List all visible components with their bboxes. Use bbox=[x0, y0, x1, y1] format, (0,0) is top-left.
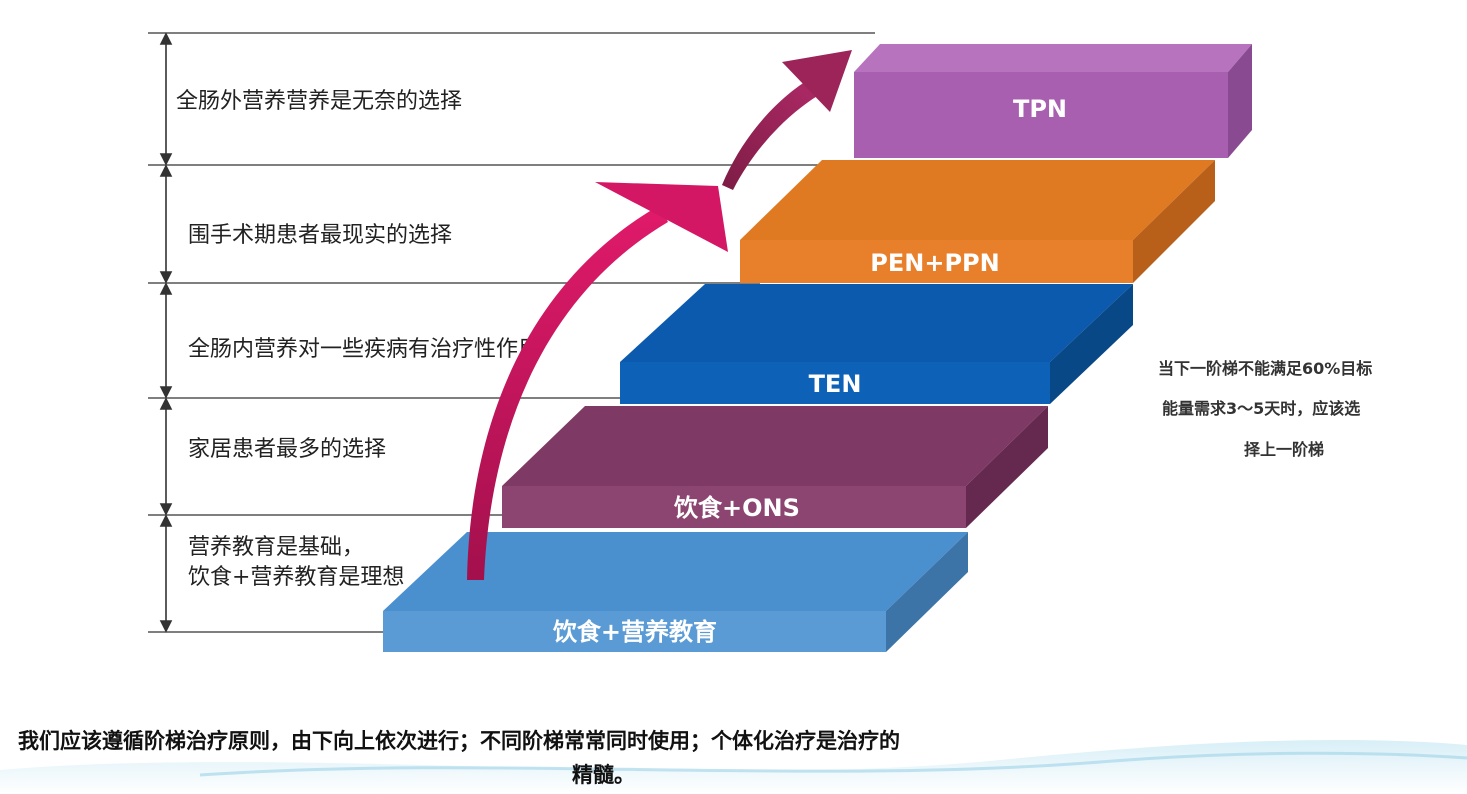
bracket-row-2 bbox=[161, 166, 171, 282]
bracket-row-3 bbox=[161, 284, 171, 397]
footer-line-2: 精髓。 bbox=[572, 762, 635, 787]
side-note-line-2: 能量需求3～5天时，应该选 bbox=[1162, 399, 1360, 418]
step-education-label: 饮食+营养教育 bbox=[552, 618, 717, 646]
step-ons-top bbox=[502, 406, 1048, 486]
side-note-line-1: 当下一阶梯不能满足60%目标 bbox=[1158, 359, 1372, 378]
row-text-education-line-2: 饮食+营养教育是理想 bbox=[188, 565, 404, 590]
row-text-ten: 全肠内营养对一些疾病有治疗性作用 bbox=[188, 337, 540, 362]
step-ten: TEN bbox=[620, 284, 1133, 404]
scale-arrows bbox=[161, 34, 171, 631]
step-tpn: TPN bbox=[854, 44, 1252, 158]
bracket-row-1 bbox=[161, 34, 171, 164]
bracket-row-5 bbox=[161, 516, 171, 631]
bracket-row-4 bbox=[161, 399, 171, 514]
ascending-arrow-upper-shaft bbox=[722, 76, 824, 190]
row-text-education-line-1: 营养教育是基础， bbox=[188, 535, 364, 560]
step-ons: 饮食+ONS bbox=[502, 406, 1048, 528]
row-text-ons: 家居患者最多的选择 bbox=[188, 437, 386, 462]
step-pen-ppn-label: PEN+PPN bbox=[870, 249, 999, 277]
step-ten-top bbox=[620, 284, 1133, 362]
step-tpn-label: TPN bbox=[1013, 95, 1067, 123]
step-tpn-top bbox=[854, 44, 1252, 72]
row-text-pen-ppn: 围手术期患者最现实的选择 bbox=[188, 223, 452, 248]
row-text-tpn: 全肠外营养营养是无奈的选择 bbox=[176, 89, 462, 114]
footer-line-1: 我们应该遵循阶梯治疗原则，由下向上依次进行；不同阶梯常常同时使用；个体化治疗是治… bbox=[18, 728, 900, 753]
step-ons-label: 饮食+ONS bbox=[673, 494, 800, 522]
step-pen-ppn-top bbox=[740, 160, 1215, 240]
step-ten-label: TEN bbox=[809, 370, 862, 398]
step-pen-ppn: PEN+PPN bbox=[740, 160, 1215, 283]
side-note-line-3: 择上一阶梯 bbox=[1244, 440, 1324, 459]
